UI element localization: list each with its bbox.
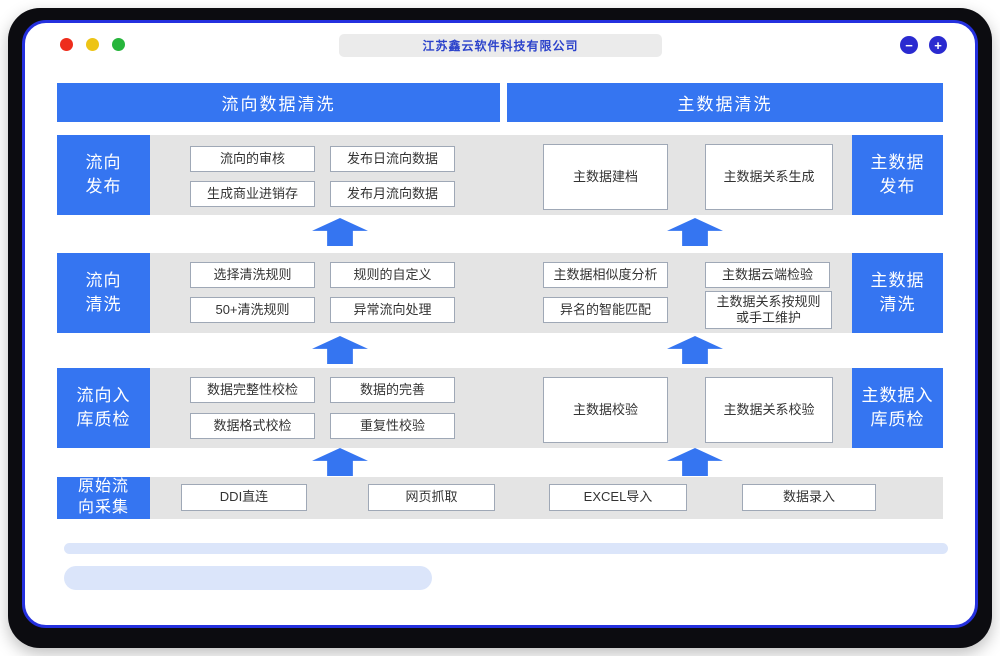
stage-label-master-publish: 主数据 发布 [852, 135, 943, 215]
process-box: 生成商业进销存 [190, 181, 315, 207]
process-box: 异名的智能匹配 [543, 297, 668, 323]
minimize-button[interactable] [86, 38, 99, 51]
stage-label-master-qc: 主数据入 库质检 [852, 368, 943, 448]
process-box: 数据录入 [742, 484, 876, 511]
process-box: 主数据关系按规则 或手工维护 [705, 291, 832, 329]
process-box: 数据的完善 [330, 377, 455, 403]
process-box: 选择清洗规则 [190, 262, 315, 288]
header-flow-data-cleaning: 流向数据清洗 [57, 83, 500, 122]
process-box: EXCEL导入 [549, 484, 687, 511]
process-box: 主数据云端检验 [705, 262, 830, 288]
header-master-data-cleaning: 主数据清洗 [507, 83, 943, 122]
process-box: 数据完整性校检 [190, 377, 315, 403]
fullscreen-button[interactable] [112, 38, 125, 51]
stage-label-flow-publish: 流向 发布 [57, 135, 150, 215]
process-box: 主数据校验 [543, 377, 668, 443]
process-box: 网页抓取 [368, 484, 495, 511]
process-box: 主数据建档 [543, 144, 668, 210]
stage-label-flow-cleaning: 流向 清洗 [57, 253, 150, 333]
process-box: 异常流向处理 [330, 297, 455, 323]
process-box: 流向的审核 [190, 146, 315, 172]
process-box: 规则的自定义 [330, 262, 455, 288]
stage-label-flow-qc: 流向入 库质检 [57, 368, 150, 448]
process-box: 主数据关系生成 [705, 144, 833, 210]
stage-label-raw-collection: 原始流 向采集 [57, 477, 150, 519]
process-box: 发布月流向数据 [330, 181, 455, 207]
stage-label-master-cleaning: 主数据 清洗 [852, 253, 943, 333]
process-box: 发布日流向数据 [330, 146, 455, 172]
process-box: 主数据关系校验 [705, 377, 833, 443]
process-box: 50+清洗规则 [190, 297, 315, 323]
process-box: 数据格式校检 [190, 413, 315, 439]
process-box: DDI直连 [181, 484, 307, 511]
zoom-in-button[interactable]: + [929, 36, 947, 54]
process-box: 重复性校验 [330, 413, 455, 439]
placeholder-bar [64, 543, 948, 554]
zoom-out-button[interactable]: − [900, 36, 918, 54]
window-title: 江苏鑫云软件科技有限公司 [339, 34, 662, 57]
close-button[interactable] [60, 38, 73, 51]
process-box: 主数据相似度分析 [543, 262, 668, 288]
placeholder-bar [64, 566, 432, 590]
